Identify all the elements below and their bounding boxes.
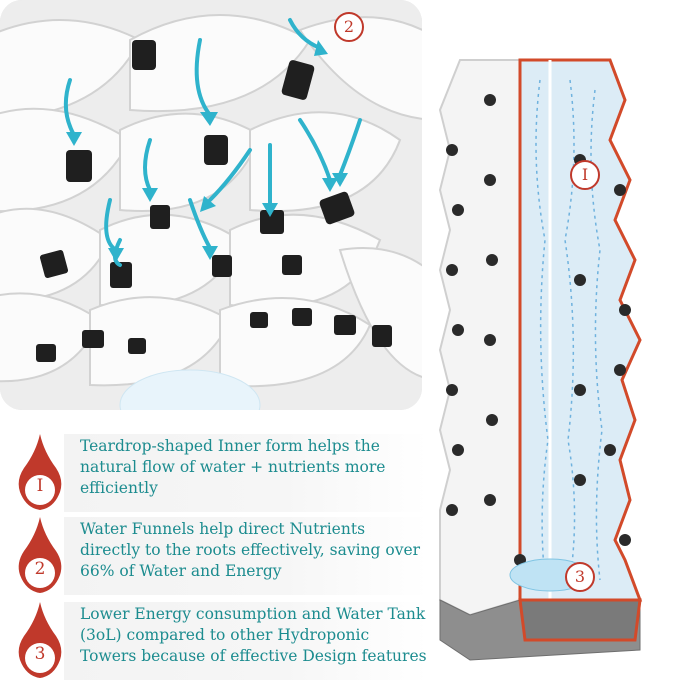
feature-number: 3 <box>34 644 46 664</box>
feature-text: Teardrop-shaped Inner form helps the nat… <box>80 437 386 497</box>
tower-cutaway-illustration: I 3 <box>430 40 670 690</box>
red-drop-icon <box>18 434 62 510</box>
red-drop-icon <box>18 602 62 678</box>
feature-text: Lower Energy consumption and Water Tank … <box>80 605 427 665</box>
feature-text: Water Funnels help direct Nutrients dire… <box>80 520 421 580</box>
funnel-closeup-photo: 2 <box>0 0 422 410</box>
feature-number: 2 <box>34 559 46 579</box>
feature-band <box>64 434 428 512</box>
tower-number-badge-1: I <box>570 160 600 190</box>
funnel-illustration <box>0 0 422 410</box>
red-drop-icon <box>18 517 62 593</box>
feature-item-2: 2 Water Funnels help direct Nutrients di… <box>0 515 430 597</box>
photo-number-badge: 2 <box>334 12 364 42</box>
tower-number-badge-3: 3 <box>565 562 595 592</box>
feature-band <box>64 602 428 680</box>
tower-graphic <box>438 58 643 661</box>
feature-number: I <box>36 476 44 496</box>
feature-item-3: 3 Lower Energy consumption and Water Tan… <box>0 600 430 682</box>
feature-band <box>64 517 428 595</box>
feature-item-1: I Teardrop-shaped Inner form helps the n… <box>0 432 430 514</box>
